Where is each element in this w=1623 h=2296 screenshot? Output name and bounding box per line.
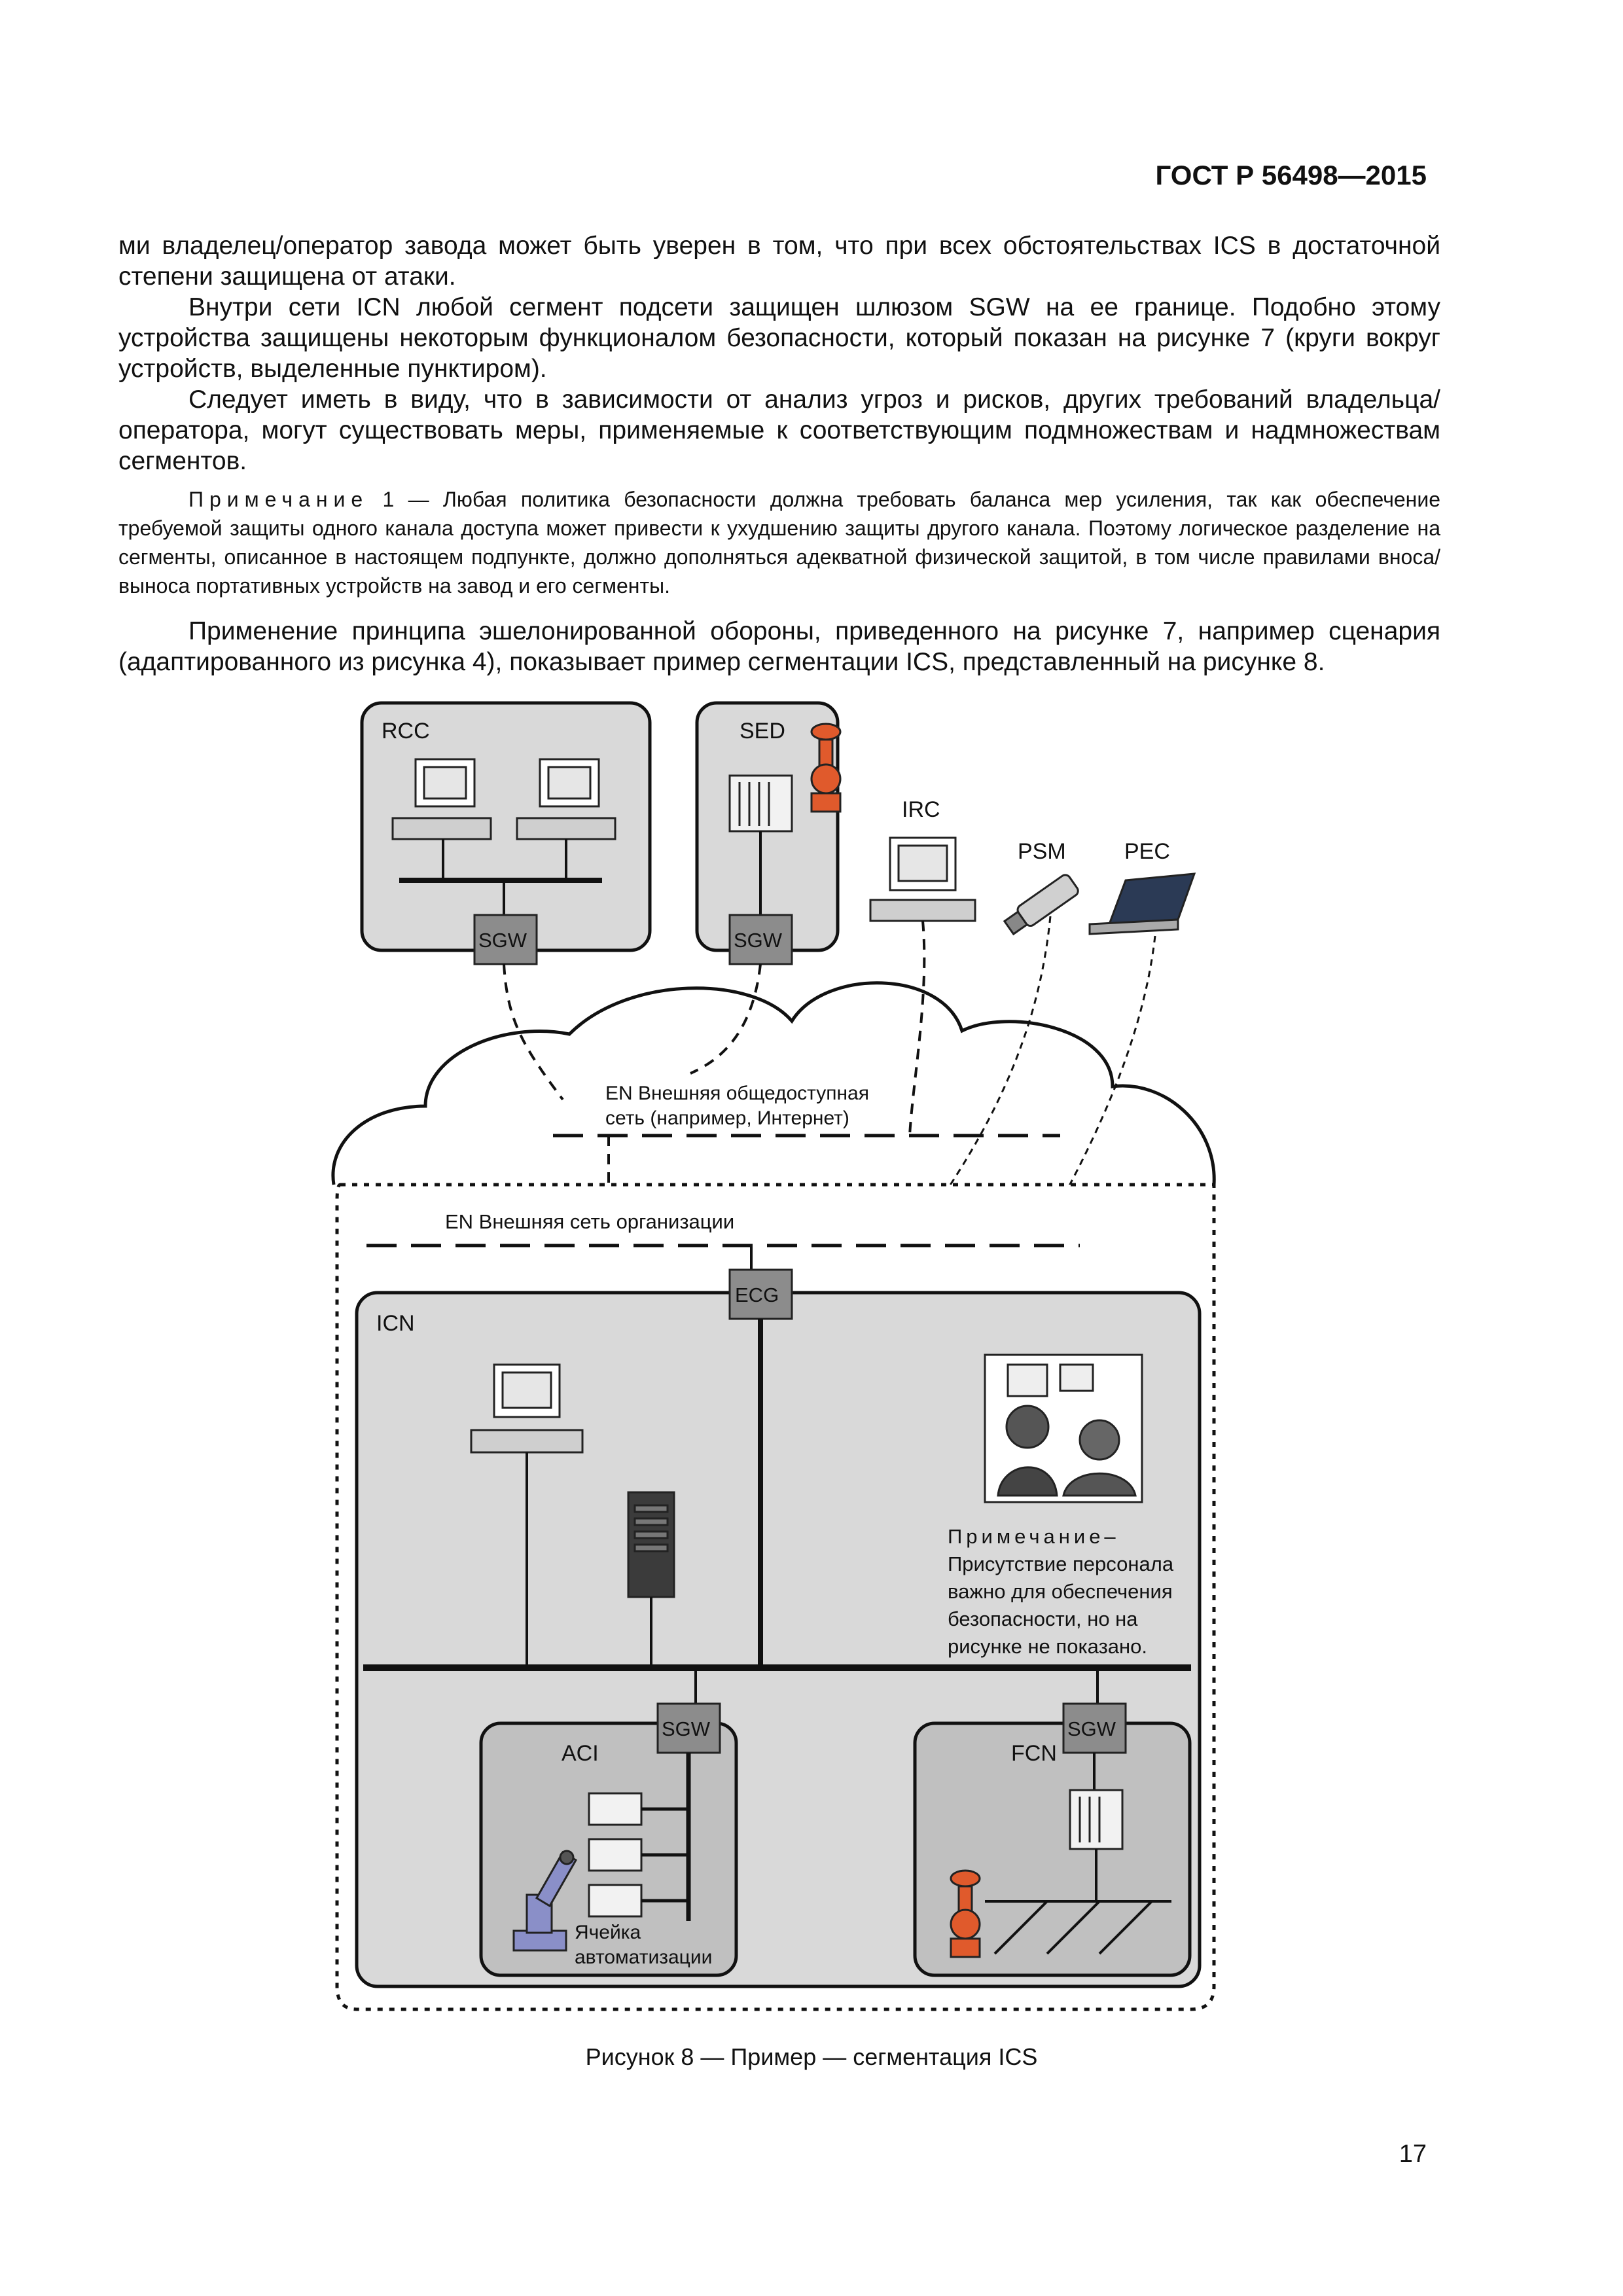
server-icon [627,1491,675,1598]
sgw-label: SGW [478,929,527,952]
psm-label: PSM [1018,839,1066,864]
sgw-label: SGW [1067,1717,1116,1740]
document-id: ГОСТ Р 56498—2015 [1155,160,1427,190]
personnel-note-line-4: безопасности, но на [948,1607,1138,1630]
paragraph-4: Применение принципа эшелонированной обор… [118,617,1440,676]
workstation-icon [391,758,492,840]
personnel-note-line-3: важно для обеспечения [948,1580,1173,1603]
ecg-label: ECG [735,1283,779,1306]
ecg-gateway [728,1268,793,1320]
sgw-label: SGW [734,929,783,952]
personnel-note-line-1: Примечание– [948,1525,1120,1548]
workstation-icon [516,758,616,840]
valve-icon [810,723,842,813]
paragraph-3: Следует иметь в виду, что в зависимости … [118,386,1440,475]
aci-label: ACI [562,1741,599,1766]
note-text: 1 — Любая политика безопасности должна т… [118,488,1440,598]
personnel-note-line-5: рисунке не показано. [948,1635,1147,1658]
personnel-illustration [984,1354,1143,1503]
irc-label: IRC [902,797,940,822]
controller-icon [728,774,793,833]
icn-label: ICN [376,1311,415,1336]
sgw-gateway [728,914,793,965]
personnel-note-line-2: Присутствие персонала [948,1552,1174,1575]
note-1: Примечание 1 — Любая политика безопаснос… [118,485,1440,600]
page-number: 17 [1399,2140,1427,2168]
note-label: Примечание [188,488,369,511]
workstation-icon [470,1363,584,1454]
sgw-gateway [473,914,538,965]
automation-cell-label: Ячейка автоматизации [575,1922,712,1968]
automation-cell-label-1: Ячейка [575,1922,641,1943]
automation-cell-label-2: автоматизации [575,1946,712,1968]
robot-icon [512,1850,578,1952]
controller-icon [1069,1789,1124,1850]
en-public-label-2: сеть (например, Интернет) [605,1107,849,1129]
pec-label: PEC [1124,839,1170,864]
sed-label: SED [740,719,785,744]
controller-icon [588,1792,643,1918]
fcn-label: FCN [1011,1741,1057,1766]
figure-caption: Рисунок 8 — Пример — сегментация ICS [585,2043,1038,2070]
paragraph-2: Внутри сети ICN любой сегмент подсети за… [118,293,1440,383]
paragraph-1: ми владелец/оператор завода может быть у… [118,232,1440,291]
valve-icon [950,1869,981,1958]
rcc-label: RCC [382,719,430,744]
usb-stick-icon [1003,874,1079,936]
sgw-label: SGW [662,1717,711,1740]
laptop-icon [1088,872,1196,935]
fcn-zone [913,1721,1192,1977]
workstation-icon [869,836,976,922]
en-public-label: EN Внешняя общедоступная [605,1083,869,1104]
en-org-label: EN Внешняя сеть организации [445,1210,734,1233]
personnel-note: Примечание– Присутствие персонала важно … [948,1525,1179,1658]
